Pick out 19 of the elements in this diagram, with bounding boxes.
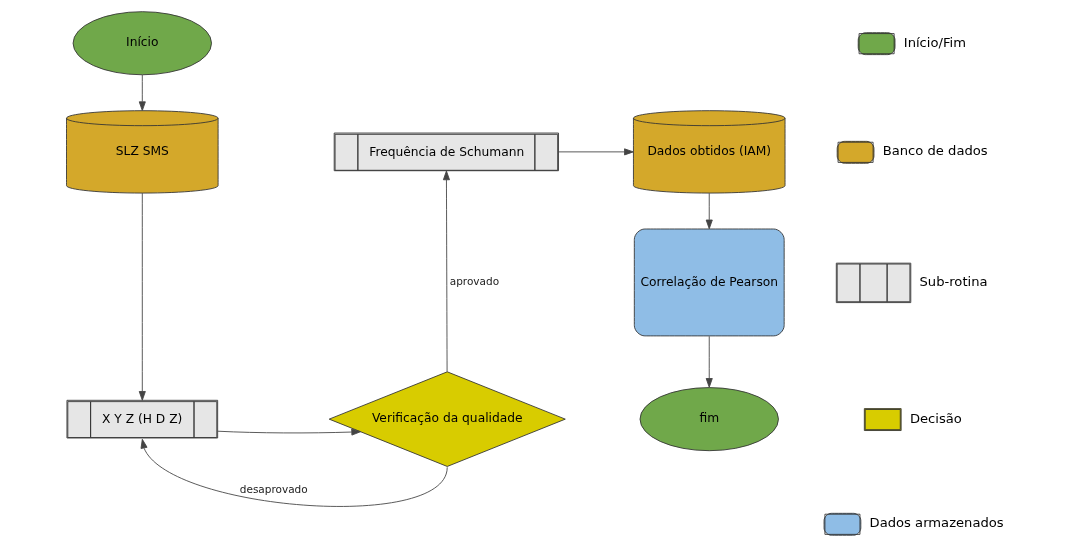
legend-label: Início/Fim (903, 34, 966, 50)
node-diamond: Verificação da qualidade (328, 371, 566, 467)
arrow (557, 148, 634, 156)
arrow (705, 192, 713, 230)
arrow (138, 192, 146, 401)
legend-label: Decisão (909, 410, 962, 426)
arrow (216, 428, 361, 436)
arrow (140, 438, 448, 507)
node-box: Correlação de Pearson (633, 228, 785, 337)
legend-label: Sub-rotina (919, 273, 988, 289)
edge-label: desaprovado (239, 483, 308, 496)
legend-label: Banco de dados (882, 143, 988, 159)
edge-label: aprovado (449, 275, 499, 288)
arrow (442, 170, 450, 373)
node-ellipse: Início (72, 11, 212, 76)
node-ellipse: fim (639, 387, 779, 452)
arrow (705, 335, 713, 388)
legend-label: Dados armazenados (869, 515, 1004, 531)
arrow (138, 74, 146, 112)
